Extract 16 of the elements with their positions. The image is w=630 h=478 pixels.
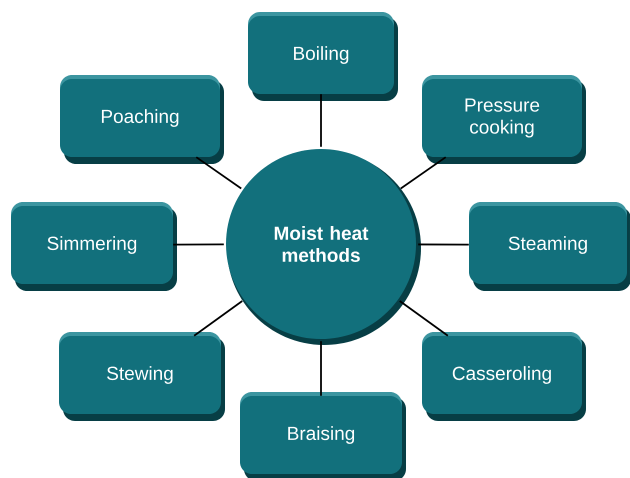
connector-line xyxy=(320,341,322,396)
connector-line xyxy=(400,156,446,190)
method-box: Poaching xyxy=(60,75,224,164)
method-box: Boiling xyxy=(248,12,398,101)
connector-line xyxy=(173,244,224,246)
method-box: Stewing xyxy=(59,332,225,421)
connector-line xyxy=(194,300,243,337)
method-box: Pressure cooking xyxy=(422,75,586,164)
connector-line xyxy=(418,244,469,246)
method-box: Braising xyxy=(240,392,406,478)
connector-line xyxy=(196,156,242,190)
connector-line xyxy=(320,94,322,147)
method-box: Simmering xyxy=(11,202,177,291)
connector-line xyxy=(399,300,448,337)
method-box: Casseroling xyxy=(422,332,586,421)
method-box: Steaming xyxy=(469,202,630,291)
